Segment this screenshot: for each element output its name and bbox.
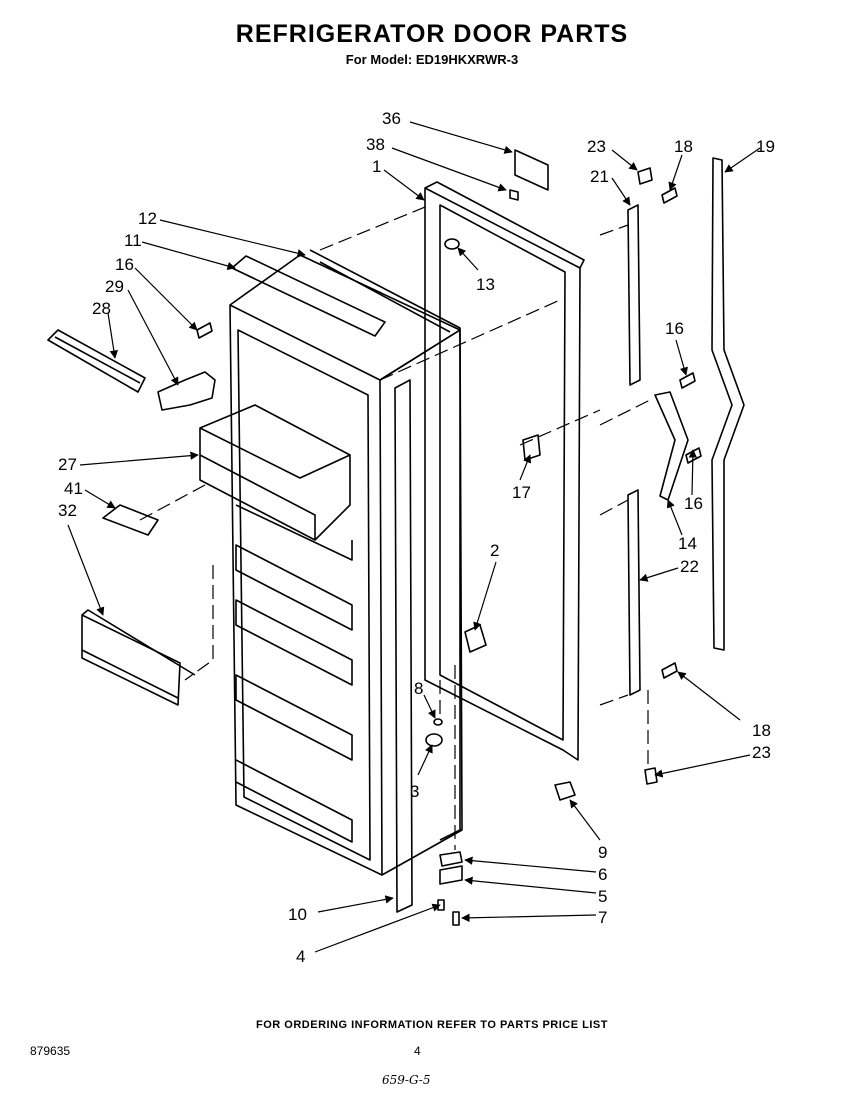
lower-hinge-parts xyxy=(437,851,463,926)
callout-16: 16 xyxy=(684,494,703,513)
callout-23: 23 xyxy=(587,137,606,156)
callout-36: 36 xyxy=(382,109,401,128)
handle-strip-22 xyxy=(627,489,641,696)
trim-strip xyxy=(231,255,386,337)
shelf-27 xyxy=(199,404,351,541)
callout-labels: 36 38 1 12 11 16 29 28 13 23 18 19 21 16… xyxy=(58,109,775,966)
exploded-parts-diagram: 36 38 1 12 11 16 29 28 13 23 18 19 21 16… xyxy=(47,109,775,966)
callout-12: 12 xyxy=(138,209,157,228)
callout-13: 13 xyxy=(476,275,495,294)
cap-13 xyxy=(444,238,460,250)
door-gasket xyxy=(309,249,461,841)
door-liner xyxy=(229,254,463,876)
callout-23: 23 xyxy=(752,743,771,762)
callout-18: 18 xyxy=(752,721,771,740)
callout-27: 27 xyxy=(58,455,77,474)
callout-14: 14 xyxy=(678,534,697,553)
clip-17 xyxy=(522,434,541,461)
callout-38: 38 xyxy=(366,135,385,154)
callout-32: 32 xyxy=(58,501,77,520)
callout-11: 11 xyxy=(124,231,142,250)
model-subtitle: For Model: ED19HKXRWR-3 xyxy=(345,52,519,67)
page-title: REFRIGERATOR DOOR PARTS xyxy=(235,20,629,48)
callout-22: 22 xyxy=(680,557,699,576)
callout-5: 5 xyxy=(598,887,607,906)
shelf-32 xyxy=(81,609,196,706)
bracket-29 xyxy=(157,371,216,411)
trim-rail-28 xyxy=(47,329,146,393)
outer-door-panel xyxy=(424,181,585,761)
handle-bracket-14 xyxy=(654,391,689,501)
callout-4: 4 xyxy=(296,947,305,966)
callout-7: 7 xyxy=(598,908,607,927)
bushing-9 xyxy=(554,781,576,801)
callout-17: 17 xyxy=(512,483,531,502)
alignment-lines xyxy=(139,204,651,850)
liner-strip xyxy=(394,379,413,913)
handwritten-code: 659-G-5 xyxy=(382,1073,431,1087)
page-number: 4 xyxy=(414,1044,421,1058)
callout-2: 2 xyxy=(490,541,499,560)
document-number: 879635 xyxy=(30,1044,71,1058)
callout-3: 3 xyxy=(410,782,419,801)
callout-8: 8 xyxy=(414,679,423,698)
ordering-info-note: FOR ORDERING INFORMATION REFER TO PARTS … xyxy=(256,1019,608,1031)
callout-29: 29 xyxy=(105,277,124,296)
callout-6: 6 xyxy=(598,865,607,884)
callout-10: 10 xyxy=(288,905,307,924)
label-plates xyxy=(509,149,549,201)
callout-41: 41 xyxy=(64,479,83,498)
callout-28: 28 xyxy=(92,299,111,318)
screw-8 xyxy=(433,718,443,726)
callout-16: 16 xyxy=(665,319,684,338)
handle-19 xyxy=(711,157,745,651)
callout-19: 19 xyxy=(756,137,775,156)
cup-41 xyxy=(102,504,159,536)
callout-21: 21 xyxy=(590,167,609,186)
callout-18: 18 xyxy=(674,137,693,156)
callout-9: 9 xyxy=(598,843,607,862)
handle-strip-21 xyxy=(627,204,641,386)
callout-1: 1 xyxy=(372,157,381,176)
bushing-3 xyxy=(425,733,443,747)
leader-lines xyxy=(67,121,761,953)
callout-16: 16 xyxy=(115,255,134,274)
